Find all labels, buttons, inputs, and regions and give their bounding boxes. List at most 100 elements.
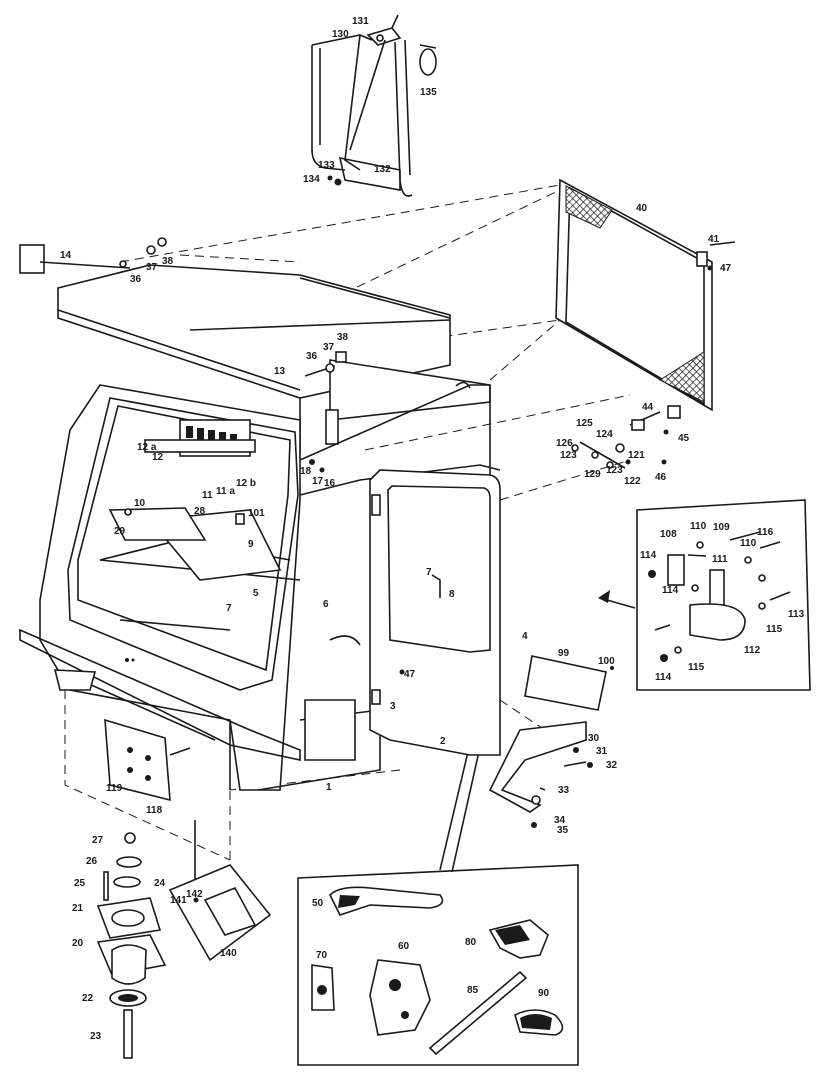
label-131: 131 [352, 16, 369, 27]
label-12a: 12 a [137, 442, 157, 453]
label-100: 100 [598, 656, 615, 667]
label-122: 122 [624, 476, 641, 487]
label-115b: 115 [688, 662, 705, 673]
label-1: 1 [326, 782, 332, 793]
label-41: 41 [708, 234, 720, 245]
hinge-inset [598, 499, 811, 691]
label-33: 33 [558, 785, 570, 796]
label-37b: 37 [323, 342, 335, 353]
label-8: 8 [449, 589, 455, 600]
label-18: 18 [300, 466, 312, 477]
label-111: 111 [712, 554, 728, 565]
label-118: 118 [146, 805, 163, 816]
label-17: 17 [312, 476, 324, 487]
label-21: 21 [72, 903, 84, 914]
label-50: 50 [312, 898, 324, 909]
label-27: 27 [92, 835, 104, 846]
label-28: 28 [194, 506, 206, 517]
label-135: 135 [420, 87, 437, 98]
handle-inset [297, 864, 579, 1066]
cab-door [369, 469, 501, 756]
label-26: 26 [86, 856, 98, 867]
label-115a: 115 [766, 624, 783, 635]
label-90: 90 [538, 988, 550, 999]
label-16: 16 [324, 478, 336, 489]
label-125: 125 [576, 418, 593, 429]
label-4: 4 [522, 631, 528, 642]
label-36b: 36 [306, 351, 318, 362]
label-116: 116 [757, 527, 774, 538]
label-38a: 38 [162, 256, 174, 267]
label-24: 24 [154, 878, 166, 889]
label-47b: 47 [404, 669, 416, 680]
label-119: 119 [106, 783, 123, 794]
label-112: 112 [744, 645, 761, 656]
label-40: 40 [636, 203, 648, 214]
label-80: 80 [465, 937, 477, 948]
label-134: 134 [303, 174, 320, 185]
mount-plate [104, 718, 191, 802]
label-113: 113 [788, 609, 805, 620]
label-31: 31 [596, 746, 608, 757]
label-130: 130 [332, 29, 349, 40]
label-110a: 110 [690, 521, 707, 532]
label-11: 11 [202, 490, 213, 501]
part-number-labels: 131 130 135 133 132 134 40 41 47 14 37 3… [60, 16, 805, 1042]
label-7b: 7 [226, 603, 232, 614]
label-7a: 7 [426, 567, 432, 578]
label-9: 9 [248, 539, 254, 550]
label-36a: 36 [130, 274, 142, 285]
label-101: 101 [248, 508, 265, 519]
label-12: 12 [152, 452, 164, 463]
label-6: 6 [323, 599, 329, 610]
step-assembly [488, 721, 593, 828]
label-37a: 37 [146, 262, 158, 273]
isolator-mount-stack [96, 832, 167, 1059]
label-38b: 38 [337, 332, 349, 343]
label-44: 44 [642, 402, 654, 413]
label-35: 35 [557, 825, 569, 836]
label-126: 126 [556, 438, 573, 449]
label-32: 32 [606, 760, 618, 771]
label-121: 121 [628, 450, 645, 461]
side-panel [524, 655, 614, 711]
label-5: 5 [253, 588, 259, 599]
label-11a: 11 a [216, 486, 235, 497]
label-22: 22 [82, 993, 94, 1004]
label-46: 46 [655, 472, 667, 483]
label-142: 142 [186, 889, 203, 900]
label-2: 2 [440, 736, 446, 747]
label-60: 60 [398, 941, 410, 952]
label-13: 13 [274, 366, 286, 377]
label-133: 133 [318, 160, 335, 171]
label-108: 108 [660, 529, 677, 540]
label-141: 141 [170, 895, 187, 906]
label-3: 3 [390, 701, 396, 712]
fasteners [119, 237, 347, 525]
cab-body [19, 384, 501, 791]
label-70: 70 [316, 950, 328, 961]
cab-roof [19, 244, 491, 455]
label-20: 20 [72, 938, 84, 949]
label-85: 85 [467, 985, 479, 996]
label-132: 132 [374, 164, 391, 175]
label-99: 99 [558, 648, 570, 659]
label-47a: 47 [720, 263, 732, 274]
label-23: 23 [90, 1031, 102, 1042]
guard-frame-assembly [311, 14, 437, 197]
label-45: 45 [678, 433, 690, 444]
label-29: 29 [114, 526, 126, 537]
bracket-parts [571, 405, 681, 469]
label-114c: 114 [655, 672, 672, 683]
label-25: 25 [74, 878, 86, 889]
label-34: 34 [554, 815, 566, 826]
label-123: 123 [560, 450, 577, 461]
small-bracket [168, 864, 272, 962]
label-30: 30 [588, 733, 600, 744]
label-12b: 12 b [236, 478, 256, 489]
label-114a: 114 [640, 550, 657, 561]
label-124: 124 [596, 429, 613, 440]
label-114b: 114 [662, 585, 679, 596]
label-123b: 123 [606, 465, 623, 476]
